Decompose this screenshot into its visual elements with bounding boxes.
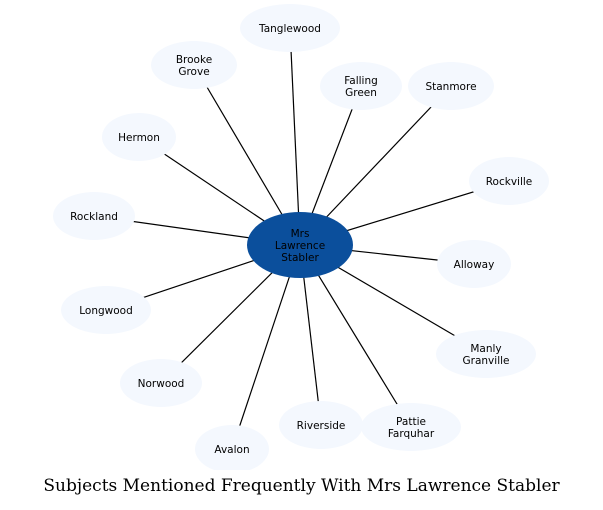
node-stanmore: Stanmore — [408, 62, 494, 110]
node-manly-granville-label: Manly — [470, 343, 501, 355]
node-longwood-label: Longwood — [79, 305, 133, 317]
node-avalon: Avalon — [195, 425, 269, 470]
node-hermon-label: Hermon — [118, 132, 160, 144]
node-rockland: Rockland — [53, 192, 135, 240]
center-node-shape — [247, 212, 353, 278]
edge-avalon — [231, 244, 301, 450]
center-node-label: Lawrence — [275, 240, 325, 252]
node-falling-green-label: Falling — [344, 75, 378, 87]
node-pattie-farquhar-shape — [361, 403, 461, 451]
node-avalon-shape — [195, 425, 269, 470]
node-alloway-shape — [437, 240, 511, 288]
diagram-caption: Subjects Mentioned Frequently With Mrs L… — [43, 476, 560, 496]
node-avalon-label: Avalon — [214, 444, 249, 456]
node-alloway-label: Alloway — [454, 259, 495, 271]
node-norwood: Norwood — [120, 359, 202, 407]
node-longwood-shape — [61, 286, 151, 334]
node-hermon-shape — [102, 113, 176, 161]
node-manly-granville-shape — [436, 330, 536, 378]
node-hermon: Hermon — [102, 113, 176, 161]
node-tanglewood: Tanglewood — [240, 4, 340, 52]
node-brooke-grove-label: Grove — [178, 66, 209, 78]
node-brooke-grove-label: Brooke — [176, 54, 212, 66]
node-brooke-grove-shape — [151, 41, 237, 89]
node-norwood-shape — [120, 359, 202, 407]
node-rockland-shape — [53, 192, 135, 240]
node-tanglewood-label: Tanglewood — [258, 23, 321, 35]
node-rockville-label: Rockville — [486, 176, 533, 188]
edge-tanglewood — [289, 27, 301, 246]
node-alloway: Alloway — [437, 240, 511, 288]
node-longwood: Longwood — [61, 286, 151, 334]
node-rockville: Rockville — [469, 157, 549, 205]
node-manly-granville-label: Granville — [463, 355, 510, 367]
node-tanglewood-shape — [240, 4, 340, 52]
node-falling-green-label: Green — [345, 87, 377, 99]
node-rockland-label: Rockland — [70, 211, 118, 223]
node-pattie-farquhar-label: Farquhar — [388, 428, 435, 440]
center-node-label: Stabler — [281, 252, 319, 264]
node-riverside: Riverside — [279, 401, 363, 449]
node-stanmore-shape — [408, 62, 494, 110]
node-falling-green-shape — [320, 62, 402, 110]
node-pattie-farquhar-label: Pattie — [396, 416, 426, 428]
node-riverside-label: Riverside — [297, 420, 346, 432]
node-norwood-label: Norwood — [138, 378, 185, 390]
node-riverside-shape — [279, 401, 363, 449]
center-node-label: Mrs — [291, 228, 310, 240]
node-rockville-shape — [469, 157, 549, 205]
node-stanmore-label: Stanmore — [425, 81, 476, 93]
